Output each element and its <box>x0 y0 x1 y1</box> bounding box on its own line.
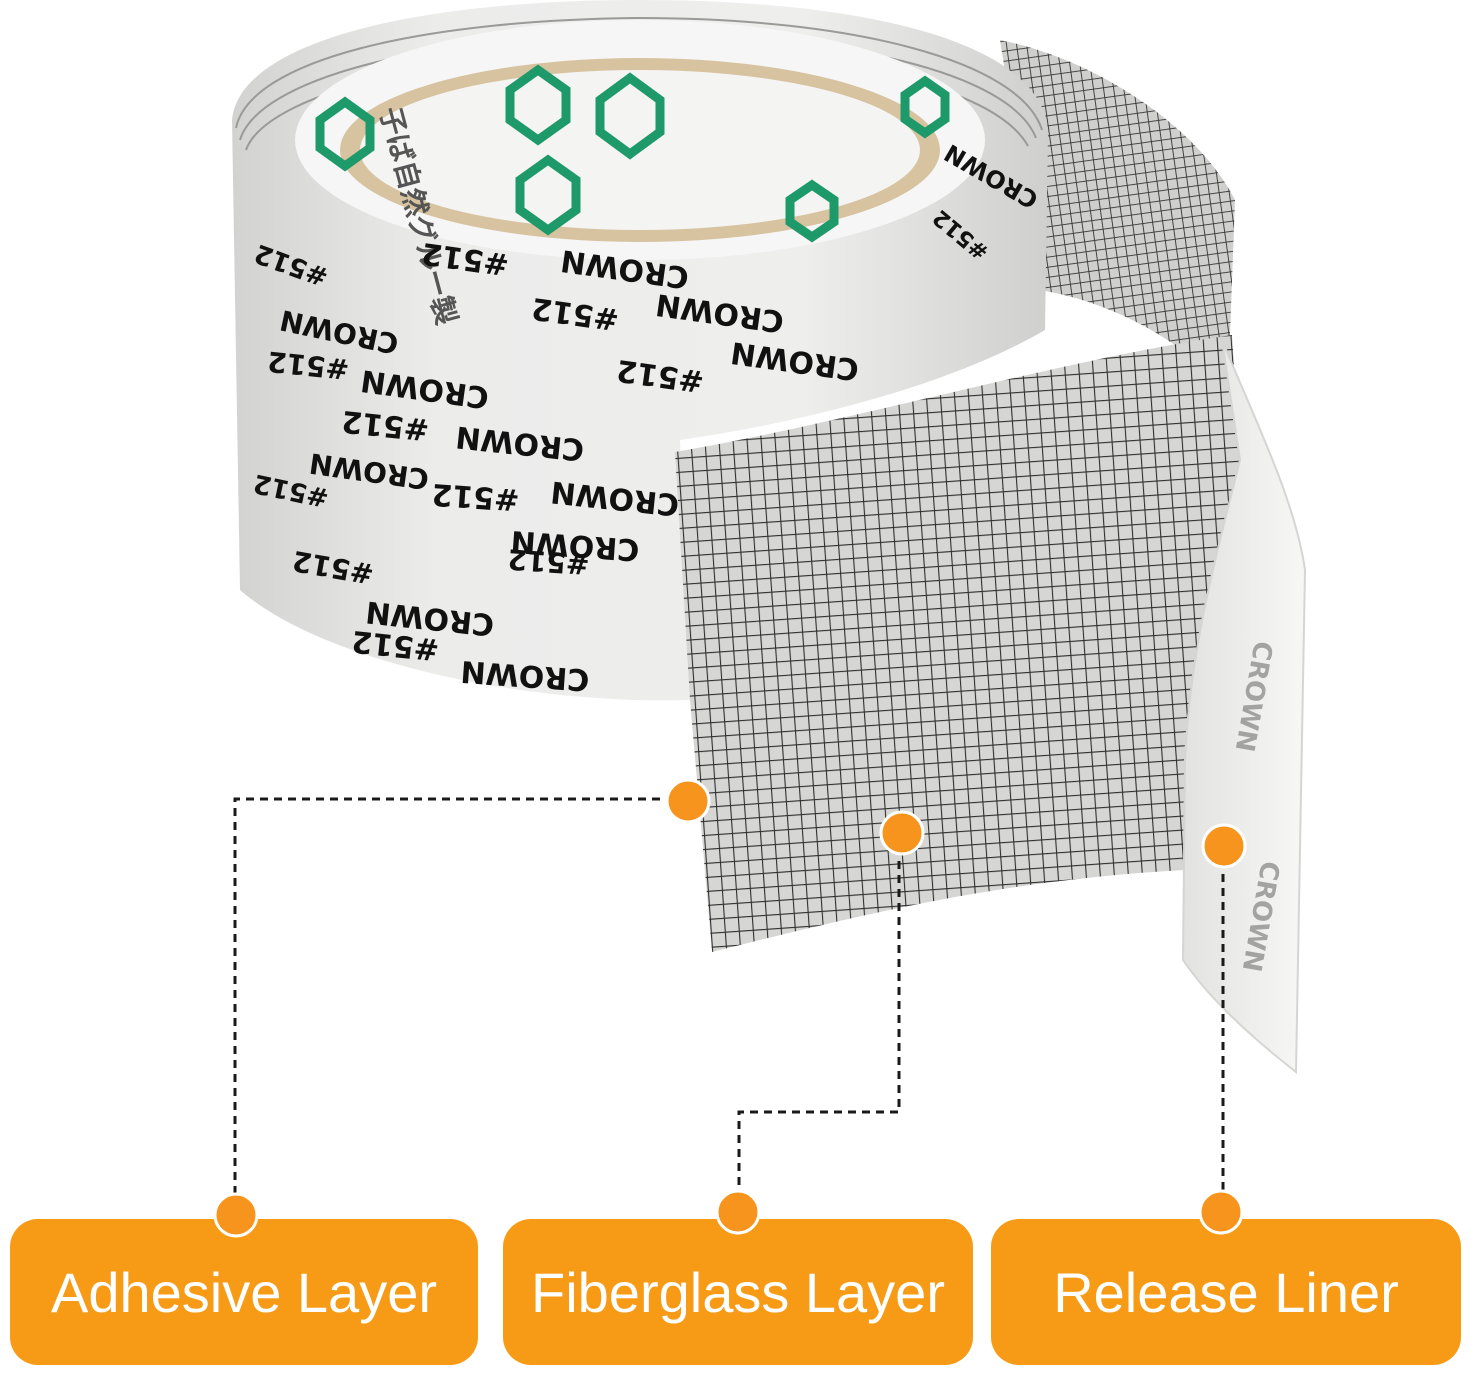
release-liner-text: Release Liner <box>1053 1260 1399 1324</box>
release-point-dot <box>1201 823 1247 869</box>
fiberglass-layer-text: Fiberglass Layer <box>531 1260 945 1324</box>
fiberglass-mesh-sheet <box>675 335 1240 952</box>
release-liner-label: Release Liner <box>991 1219 1461 1365</box>
print-code-text: #512 <box>506 542 590 581</box>
connector-adhesive <box>233 797 688 1215</box>
mesh-strip-back <box>1000 40 1235 390</box>
core-logo-marks <box>315 64 950 243</box>
print-code-text: #512 <box>431 476 521 517</box>
fiberglass-point-dot <box>879 810 925 856</box>
connector-lines <box>233 797 1225 1215</box>
release-liner-sheet <box>1181 339 1307 1075</box>
adhesive-layer-text: Adhesive Layer <box>50 1260 437 1324</box>
fiberglass-layer-label: Fiberglass Layer <box>503 1219 973 1365</box>
adhesive-point-dot <box>665 778 711 824</box>
adhesive-layer-label: Adhesive Layer <box>10 1219 478 1365</box>
